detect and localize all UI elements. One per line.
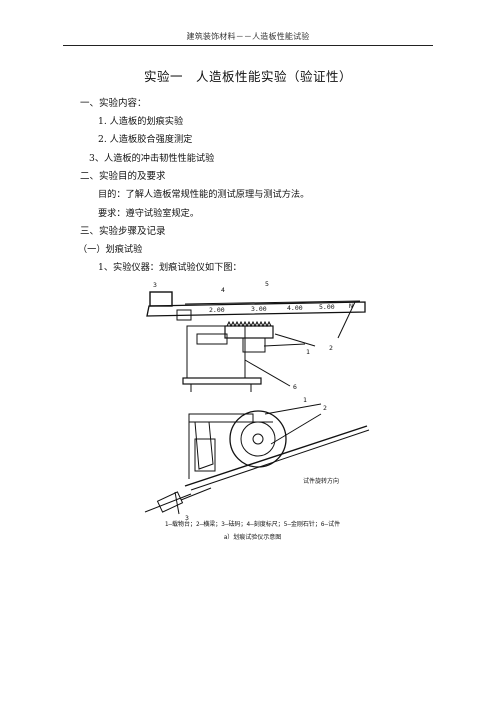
section-heading-content: 一、实验内容： — [80, 98, 147, 109]
figure-caption: a）划痕试验仪示意图 — [224, 533, 282, 541]
list-item: 3、人造板的冲击韧性性能试验 — [89, 153, 215, 164]
label-stage: 1 — [306, 348, 310, 356]
label-specimen: 6 — [293, 383, 297, 391]
scale-value: 4.00 — [287, 304, 303, 312]
list-item: 2. 人造板胶合强度测定 — [98, 134, 193, 145]
scale-value: 3.00 — [251, 305, 267, 313]
page-header: 建筑装饰材料－－人造板性能试验 — [186, 32, 310, 41]
figure-legend: 1—载物台；2—横梁；3—砝码；4—刻度标尺；5—金刚石针；6—试件 — [165, 520, 340, 528]
label-scale: 4 — [221, 286, 225, 294]
label-beam: 2 — [329, 344, 333, 352]
page-title: 实验一 人造板性能实验（验证性） — [143, 69, 352, 84]
subsection-heading: （一）划痕试验 — [78, 244, 143, 255]
scale-value: 5.00 — [319, 303, 335, 311]
label-stage-lower: 1 — [303, 396, 307, 404]
label-weight-lower: 3 — [185, 514, 189, 522]
section-heading-purpose: 二、实验目的及要求 — [80, 171, 166, 182]
scratch-tester-diagram: 3 4 5 2.00 3.00 4.00 5.00 N 1 2 6 1 2 3 … — [144, 280, 370, 541]
rotation-direction-label: 试件旋转方向 — [303, 477, 339, 485]
purpose-text: 目的：了解人造板常规性能的测试原理与测试方法。 — [98, 189, 310, 200]
scale-unit: N — [349, 302, 353, 310]
label-beam-lower: 2 — [323, 404, 327, 412]
requirement-text: 要求：遵守试验室规定。 — [98, 208, 200, 219]
list-item: 1. 人造板的划痕实验 — [98, 116, 184, 127]
label-needle: 5 — [265, 280, 269, 288]
label-counterweight: 3 — [153, 281, 157, 289]
scale-value: 2.00 — [209, 306, 225, 314]
instrument-text: 1、实验仪器：划痕试验仪如下图： — [98, 262, 242, 273]
section-heading-steps: 三、实验步骤及记录 — [80, 226, 166, 237]
header-divider — [63, 45, 433, 46]
